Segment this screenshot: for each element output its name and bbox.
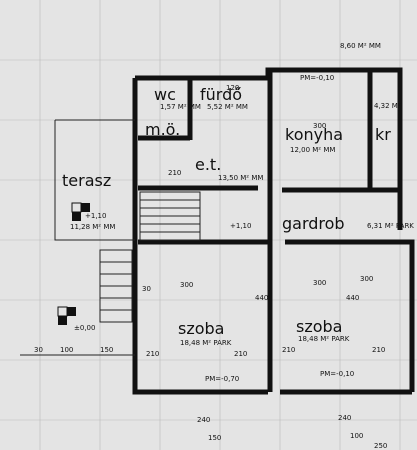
room-label-szoba-2: szoba <box>296 317 342 336</box>
area-szoba-1: 18,48 M² PARK <box>180 339 232 347</box>
area-gardrob: 6,31 M² PARK <box>367 222 414 230</box>
dim-150-b: 150 <box>208 434 221 442</box>
terrace-outline <box>54 119 135 241</box>
dim-100-b: 100 <box>350 432 363 440</box>
level-marker-terasz <box>71 202 90 221</box>
dim-210-e: 210 <box>168 169 181 177</box>
dim-30: 30 <box>34 346 43 354</box>
room-label-mo: m.ö. <box>145 120 180 139</box>
dim-440-a: 440 <box>255 294 268 302</box>
area-terasz: 11,28 M² MM <box>70 223 115 231</box>
level-szoba-2: PM=-0,10 <box>320 370 354 378</box>
dim-210-c: 210 <box>282 346 295 354</box>
room-label-furdo: fürdő <box>200 85 242 104</box>
dim-120: 120 <box>226 84 239 92</box>
area-konyha: 12,00 M² MM <box>290 146 335 154</box>
dim-300-konyha: 300 <box>313 122 326 130</box>
stairs <box>99 191 201 323</box>
dim-240-a: 240 <box>197 416 210 424</box>
dim-300-szoba-2: 300 <box>313 279 326 287</box>
area-kamra: 8,60 M² MM <box>340 42 381 50</box>
area-wc: 1,57 M² MM <box>160 103 201 111</box>
dim-100: 100 <box>60 346 73 354</box>
room-label-kr: kr <box>375 125 391 144</box>
room-label-szoba-1: szoba <box>178 319 224 338</box>
room-label-terasz: terasz <box>62 171 111 190</box>
dim-210-d: 210 <box>372 346 385 354</box>
area-furdo: 5,52 M² MM <box>207 103 248 111</box>
dim-210-b: 210 <box>234 350 247 358</box>
dim-250: 250 <box>374 442 387 450</box>
room-label-et: e.t. <box>195 155 221 174</box>
level-szoba-1: PM=-0,70 <box>205 375 239 383</box>
dim-440-b: 440 <box>346 294 359 302</box>
area-kr: 4,32 M² <box>374 102 401 110</box>
level-marker-ground <box>57 306 76 325</box>
dim-300-right: 300 <box>360 275 373 283</box>
room-label-wc: wc <box>154 85 176 104</box>
level-ground: ±0,00 <box>74 324 95 332</box>
room-label-gardrob: gardrob <box>282 214 345 233</box>
area-et: 13,50 M² MM <box>218 174 263 182</box>
room-label-konyha: konyha <box>285 125 343 144</box>
area-szoba-2: 18,48 M² PARK <box>298 335 350 343</box>
dim-30-b: 30 <box>142 285 151 293</box>
dim-150: 150 <box>100 346 113 354</box>
level-stair: +1,10 <box>230 222 251 230</box>
level-terasz: +1,10 <box>85 212 106 220</box>
level-konyha: PM=-0,10 <box>300 74 334 82</box>
dim-240-b: 240 <box>338 414 351 422</box>
walls <box>132 67 415 395</box>
dim-210-a: 210 <box>146 350 159 358</box>
dim-300-szoba: 300 <box>180 281 193 289</box>
